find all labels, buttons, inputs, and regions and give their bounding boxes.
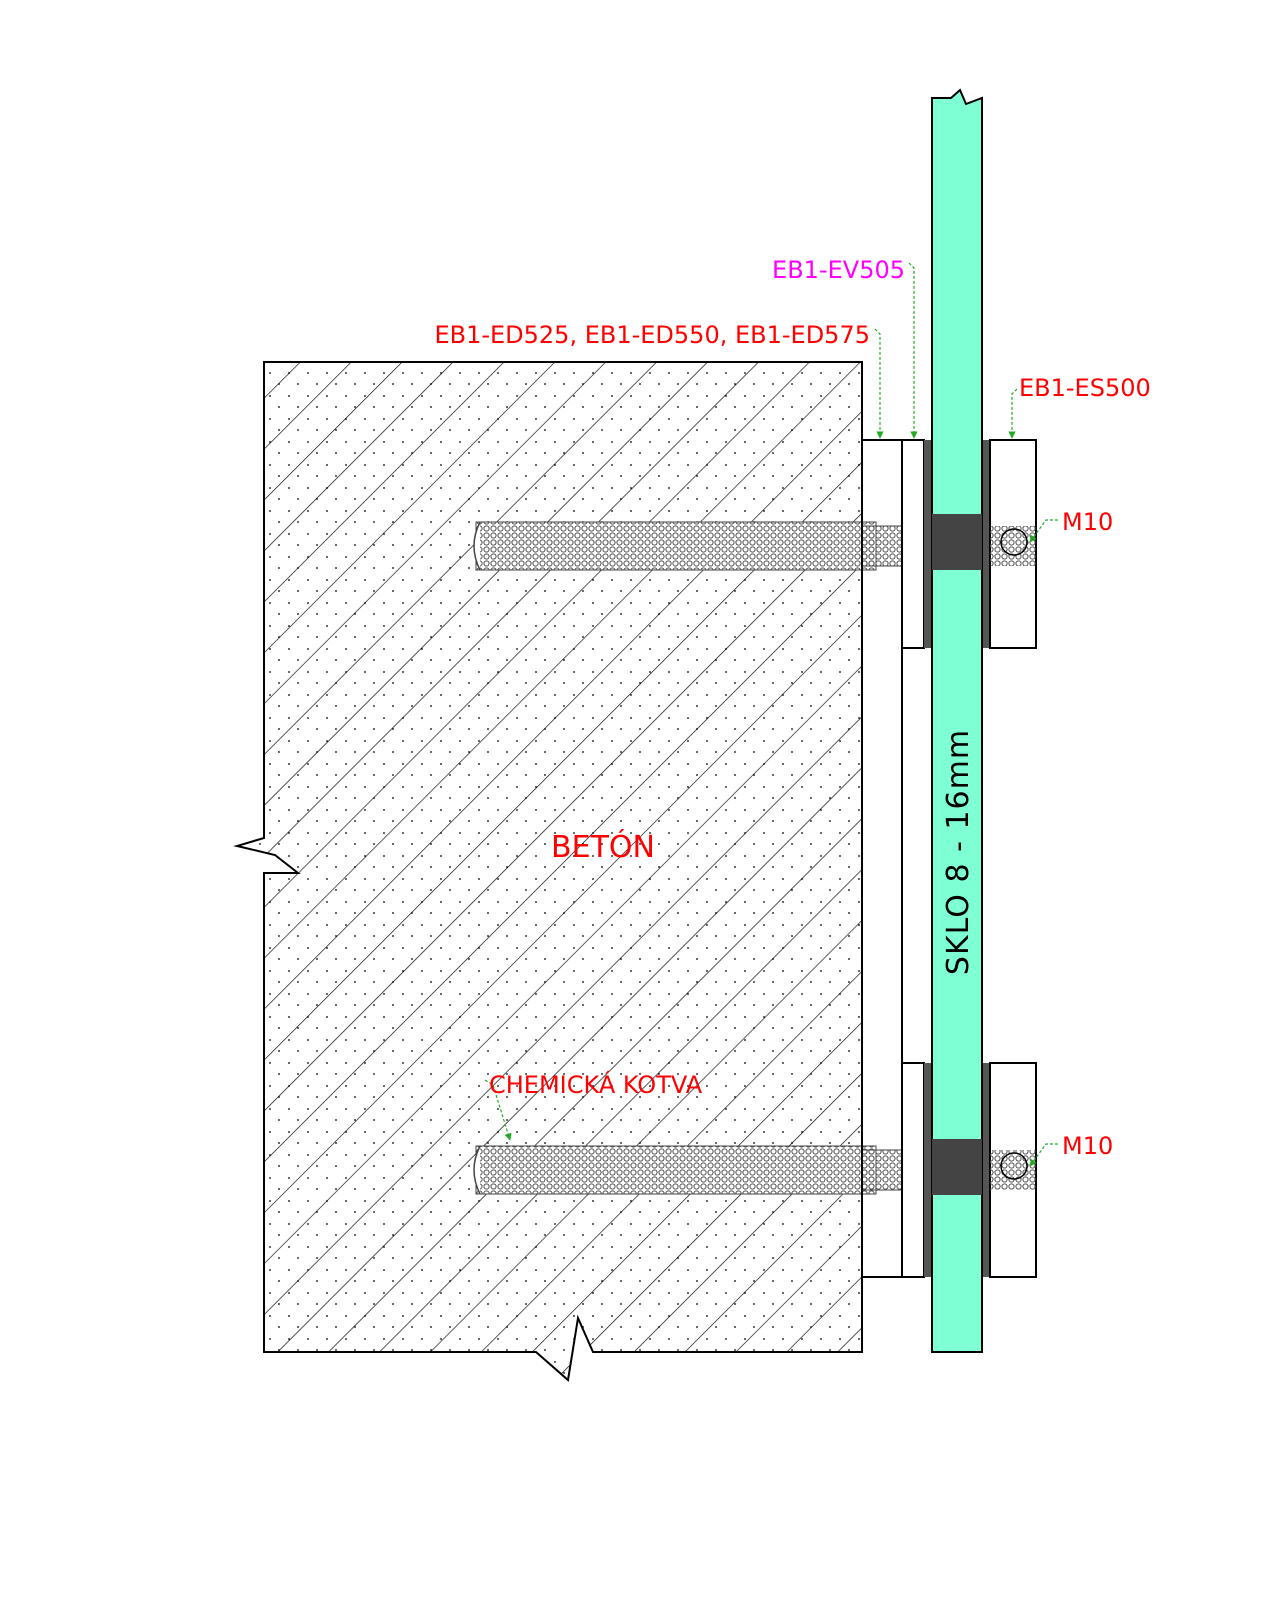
gasket-right-bottom <box>982 1063 990 1277</box>
leader-m10-top <box>1029 519 1058 543</box>
spacer-plate <box>861 439 903 1278</box>
bolt-head-bottom-icon <box>1000 1152 1028 1180</box>
label-ev505: EB1-EV505 <box>772 256 905 284</box>
gasket-right-top <box>982 440 990 648</box>
label-es500: EB1-ES500 <box>1019 374 1151 402</box>
leader-ed <box>874 328 884 439</box>
gasket-left-bottom <box>924 1063 932 1277</box>
label-chem: CHEMICKÁ KOTVA <box>489 1070 703 1099</box>
concrete-block <box>233 361 863 1382</box>
label-glass: SKLO 8 - 16mm <box>941 729 976 975</box>
leader-es500 <box>1008 388 1018 439</box>
label-m10-bottom: M10 <box>1062 1132 1113 1160</box>
gasket-left-top <box>924 440 932 648</box>
washer-plate-top <box>901 439 925 649</box>
bolt-head-top-icon <box>1000 528 1028 556</box>
label-ed: EB1-ED525, EB1-ED550, EB1-ED575 <box>434 321 870 349</box>
leader-ev505 <box>908 262 918 439</box>
washer-plate-bottom <box>901 1062 925 1278</box>
glass-panel <box>931 88 983 1353</box>
leader-m10-bottom <box>1029 1143 1058 1167</box>
label-m10-top: M10 <box>1062 508 1113 536</box>
leader-chem <box>484 1079 512 1141</box>
label-beton: BETÓN <box>551 828 655 865</box>
